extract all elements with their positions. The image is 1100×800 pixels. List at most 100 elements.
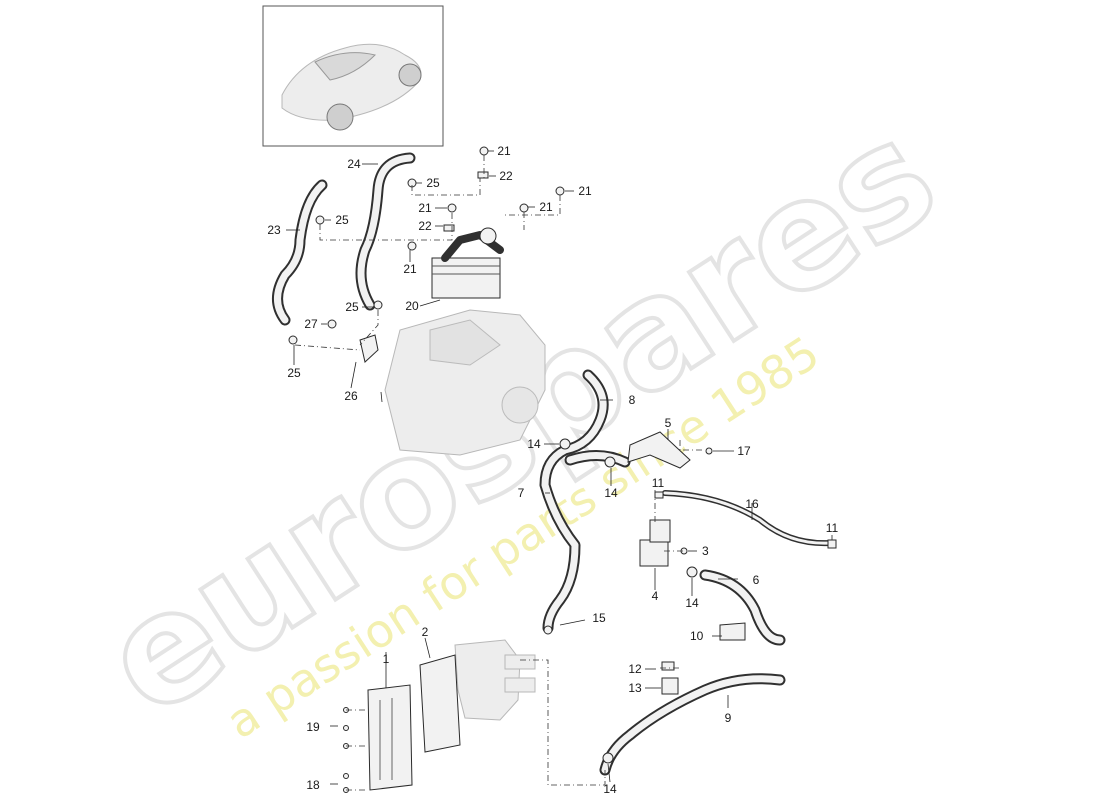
screw-21-icon xyxy=(519,203,529,213)
heat-exchanger-body xyxy=(367,684,413,791)
label-22b: 22 xyxy=(418,219,432,233)
clip-11-icon xyxy=(654,491,664,499)
clamp-15-icon xyxy=(543,625,553,635)
label-21a: 21 xyxy=(497,144,511,158)
oil-cooler-body xyxy=(431,257,501,299)
label-7: 7 xyxy=(518,486,525,500)
transmission-detail xyxy=(429,319,501,366)
hose-part-6-inner xyxy=(701,571,784,644)
assembly-line xyxy=(411,178,481,196)
gasket-part-2 xyxy=(419,654,461,753)
leader-15 xyxy=(559,619,586,626)
adapter-port-2 xyxy=(504,677,536,693)
assembly-line xyxy=(679,440,705,451)
label-26: 26 xyxy=(344,389,358,403)
holder-part-13 xyxy=(661,677,679,695)
assembly-line xyxy=(359,310,379,346)
assembly-lines xyxy=(294,155,705,791)
label-25c: 25 xyxy=(345,300,359,314)
screw-19-icon xyxy=(343,725,349,731)
seal-25-icon xyxy=(288,335,298,345)
label-24: 24 xyxy=(347,157,361,171)
washer-22-icon xyxy=(477,171,489,179)
hose-part-7-8-inner xyxy=(541,371,607,632)
hose-part-16-inner xyxy=(663,491,832,545)
car-window xyxy=(314,52,376,81)
label-11b: 11 xyxy=(826,521,839,535)
seal-25-icon xyxy=(315,215,325,225)
label-18: 18 xyxy=(306,778,320,792)
label-14d: 14 xyxy=(603,782,617,796)
label-27: 27 xyxy=(304,317,318,331)
hoses-lower xyxy=(539,369,631,634)
washer-22-icon xyxy=(443,224,455,232)
label-12: 12 xyxy=(628,662,642,676)
bracket-part-26 xyxy=(359,334,379,363)
hose-part-9-inner xyxy=(601,675,784,774)
leader-lines xyxy=(286,163,753,785)
screw-21-icon xyxy=(447,203,457,213)
transmission-flange xyxy=(501,386,539,424)
fasteners xyxy=(288,146,837,793)
hose-part-24-inner xyxy=(357,154,414,309)
label-3: 3 xyxy=(702,544,709,558)
label-21c: 21 xyxy=(539,200,553,214)
screw-21-icon xyxy=(407,241,417,251)
valve-part-4 xyxy=(639,519,671,567)
clamp-14-icon xyxy=(559,438,571,450)
screw-21-icon xyxy=(555,186,565,196)
label-21d: 21 xyxy=(418,201,432,215)
car-wheel-front xyxy=(398,63,422,87)
label-21b: 21 xyxy=(578,184,592,198)
tick xyxy=(350,361,357,389)
label-11a: 11 xyxy=(652,476,665,490)
screw-27-icon xyxy=(327,319,337,329)
screw-17-icon xyxy=(705,447,713,455)
adapter-ghost xyxy=(454,639,536,721)
heat-exchanger-part-1 xyxy=(367,684,413,791)
label-14b: 14 xyxy=(604,486,618,500)
transmission-housing xyxy=(384,309,546,456)
label-20: 20 xyxy=(405,299,419,313)
oil-cooler-cap xyxy=(479,227,497,245)
label-9: 9 xyxy=(725,711,732,725)
adapter-housing xyxy=(454,639,521,721)
clamp-14-icon xyxy=(602,752,614,764)
leader-2 xyxy=(424,637,431,659)
callout-labels: 1 2 3 4 5 6 7 8 9 10 11 11 12 13 14 14 1… xyxy=(267,144,838,796)
label-14a: 14 xyxy=(527,437,541,451)
label-25d: 25 xyxy=(287,366,301,380)
valve-body xyxy=(639,539,669,567)
assembly-line xyxy=(520,659,606,786)
label-4: 4 xyxy=(652,589,659,603)
label-25a: 25 xyxy=(426,176,440,190)
label-2: 2 xyxy=(422,625,429,639)
assembly-line xyxy=(505,195,561,216)
label-5: 5 xyxy=(665,416,672,430)
bracket-part-5 xyxy=(627,431,691,469)
leader-20 xyxy=(419,299,441,307)
clip-11-icon xyxy=(827,539,837,549)
hoses-upper xyxy=(272,152,416,326)
oil-cooler-part-20 xyxy=(431,227,504,299)
clip-part-12 xyxy=(661,661,675,671)
assembly-line xyxy=(294,344,361,351)
label-1: 1 xyxy=(383,652,390,666)
label-14c: 14 xyxy=(685,596,699,610)
label-8: 8 xyxy=(629,393,636,407)
seal-25-icon xyxy=(373,300,383,310)
assembly-line xyxy=(319,212,453,241)
label-10: 10 xyxy=(690,629,704,643)
hose-connector-inner xyxy=(566,452,629,466)
hose-part-23-inner xyxy=(274,181,326,324)
valve-top xyxy=(649,519,671,543)
screw-21-icon xyxy=(479,146,489,156)
clip-part-10 xyxy=(719,622,746,641)
vehicle-thumbnail xyxy=(262,5,444,147)
tick xyxy=(607,763,611,783)
label-19: 19 xyxy=(306,720,320,734)
clamp-14-icon xyxy=(686,566,698,578)
label-17: 17 xyxy=(737,444,751,458)
